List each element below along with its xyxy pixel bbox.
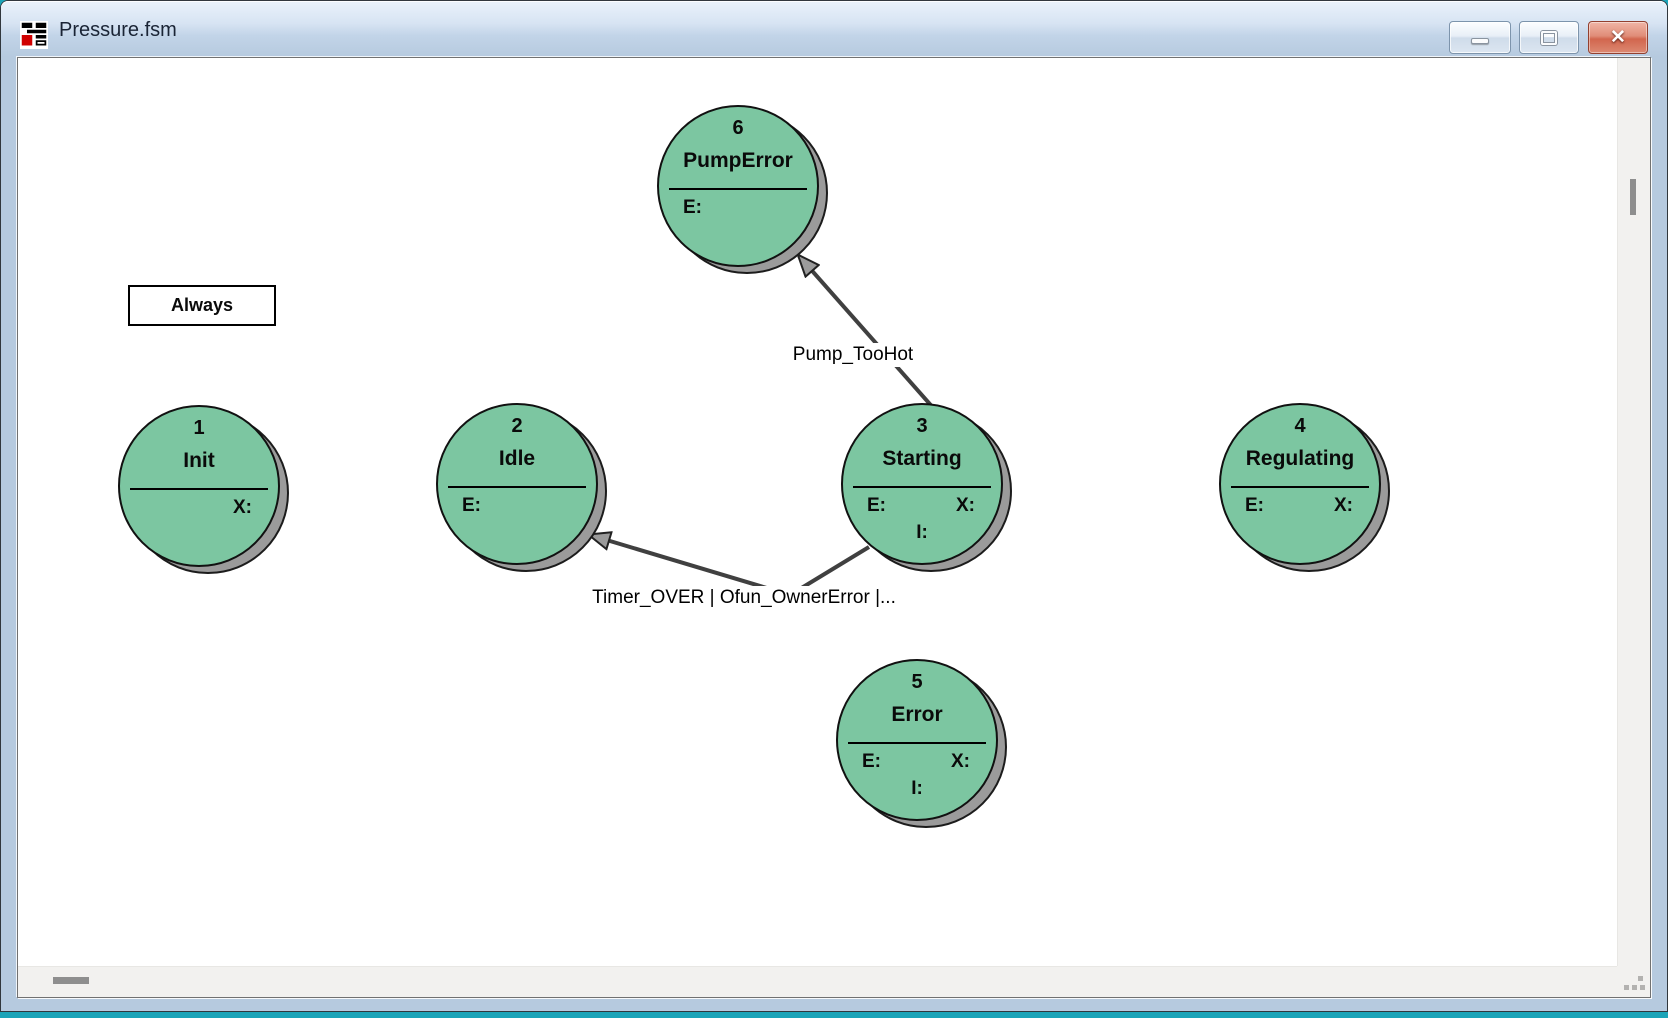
state-number: 4	[1294, 415, 1306, 437]
state-number: 6	[732, 117, 744, 139]
state-number: 3	[916, 415, 928, 437]
transition-line[interactable]	[799, 256, 953, 430]
vertical-scrollbar[interactable]	[1617, 58, 1650, 966]
transition-label[interactable]: Timer_OVER | Ofun_OwnerError |...	[588, 586, 900, 610]
resize-grip[interactable]	[1617, 966, 1650, 997]
state-divider	[669, 188, 807, 190]
close-icon: ✕	[1610, 27, 1626, 48]
state-exit-slot: X:	[956, 495, 975, 516]
vertical-scrollbar-thumb[interactable]	[1630, 179, 1636, 215]
state-divider	[853, 486, 991, 488]
state-exit-slot: X:	[233, 497, 252, 518]
state-input-slot: I:	[916, 522, 928, 543]
state-exit-slot: X:	[1334, 495, 1353, 516]
state-entry-slot: E:	[683, 197, 702, 218]
state-entry-slot: E:	[867, 495, 886, 516]
titlebar[interactable]: Pressure.fsm ✕	[1, 1, 1667, 57]
state-name: Init	[183, 449, 215, 472]
state-divider	[848, 742, 986, 744]
restore-icon	[1541, 30, 1557, 45]
close-button[interactable]: ✕	[1588, 21, 1648, 54]
state-name: PumpError	[683, 149, 793, 172]
state-number: 5	[911, 671, 923, 693]
state-name: Idle	[498, 447, 536, 470]
state-divider	[448, 486, 586, 488]
always-box[interactable]: Always	[128, 285, 276, 326]
state-divider	[130, 488, 268, 490]
state-name: Starting	[882, 447, 962, 470]
state-name: Regulating	[1245, 447, 1355, 470]
state-entry-slot: E:	[862, 751, 881, 772]
restore-button[interactable]	[1519, 21, 1579, 54]
minimize-icon	[1471, 37, 1489, 44]
state-exit-slot: X:	[951, 751, 970, 772]
transition-label[interactable]: Pump_TooHot	[788, 343, 918, 367]
minimize-button[interactable]	[1449, 21, 1511, 54]
state-divider	[1231, 486, 1369, 488]
state-input-slot: I:	[911, 778, 923, 799]
fsm-app-icon[interactable]	[20, 21, 48, 49]
state-name: Error	[891, 703, 943, 726]
horizontal-scrollbar-thumb[interactable]	[53, 977, 89, 984]
window-title: Pressure.fsm	[59, 19, 177, 41]
state-entry-slot: E:	[1245, 495, 1264, 516]
state-entry-slot: E:	[462, 495, 481, 516]
state-number: 1	[193, 417, 205, 439]
state-number: 2	[511, 415, 523, 437]
horizontal-scrollbar[interactable]	[18, 966, 1619, 997]
